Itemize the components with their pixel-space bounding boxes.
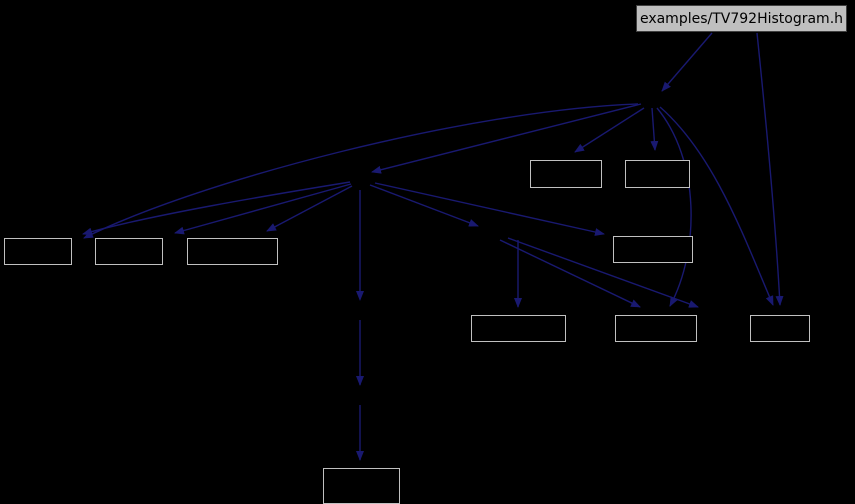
edge-hubA-n9 [659, 106, 774, 306]
node-1[interactable] [4, 238, 72, 265]
edge-root-n9 [756, 32, 784, 306]
hub-a [650, 100, 651, 101]
node-3[interactable] [187, 238, 278, 265]
edge-root-hubA [661, 32, 713, 92]
edge-hubA-n4 [574, 107, 645, 153]
node-9[interactable] [750, 315, 810, 342]
hub-c [490, 232, 491, 233]
edge-hubA-n5 [650, 107, 659, 151]
node-root[interactable]: examples/TV792Histogram.h [636, 5, 847, 32]
edge-hubA-n1 [83, 103, 639, 239]
edge-hubC-n9 [507, 237, 699, 308]
node-5[interactable] [625, 160, 690, 188]
node-8[interactable] [615, 315, 697, 342]
node-4[interactable] [530, 160, 602, 188]
edge-hubB-hubC [369, 184, 479, 227]
edge-hubB-n3 [266, 185, 353, 232]
node-7[interactable] [471, 315, 566, 342]
node-root-label: examples/TV792Histogram.h [639, 11, 844, 27]
node-10[interactable] [323, 468, 400, 504]
edge-hubB-n1 [82, 181, 351, 236]
edge-hubB-n6 [374, 182, 605, 236]
edge-hubC-n8 [499, 239, 641, 308]
edge-hubA-hubB [371, 103, 642, 174]
node-6[interactable] [613, 236, 693, 263]
edge-hubA-n8 [656, 107, 692, 307]
hub-b [360, 178, 361, 179]
edge-hubB-n2 [174, 183, 352, 235]
node-2[interactable] [95, 238, 163, 265]
